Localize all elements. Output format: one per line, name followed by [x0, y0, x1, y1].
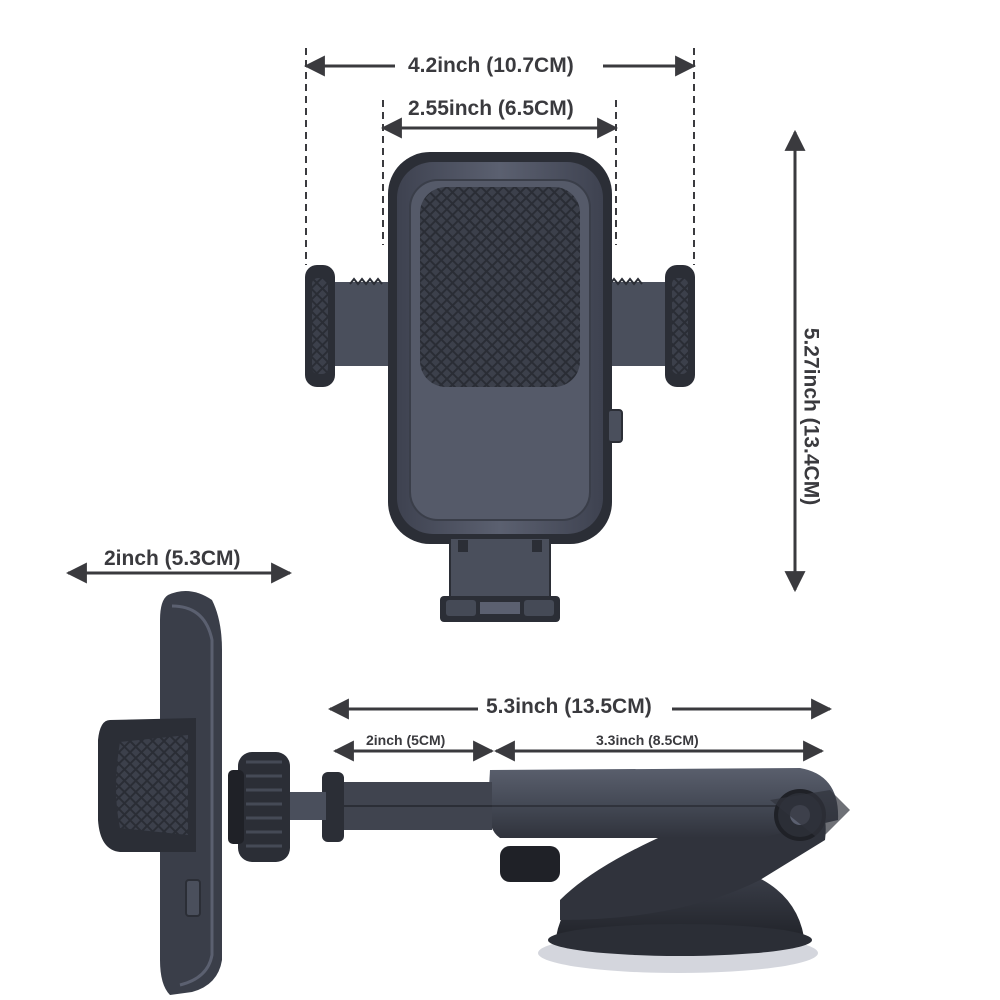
label-arm-length: 5.3inch (13.5CM): [480, 696, 658, 717]
label-cradle-width: 2.55inch (6.5CM): [404, 98, 578, 119]
side-view-assembly: [98, 591, 850, 995]
label-height: 5.27inch (13.4CM): [798, 311, 824, 522]
label-arm-short: 2inch (5CM): [366, 732, 446, 748]
mesh-pad: [420, 187, 580, 387]
ball-nut: [238, 752, 290, 862]
label-arm-long: 3.3inch (8.5CM): [596, 732, 699, 748]
left-arm: [318, 282, 398, 366]
label-depth: 2inch (5.3CM): [104, 547, 241, 570]
dimension-arrows: [65, 55, 833, 762]
lock-knob: [500, 846, 560, 882]
right-arm: [600, 282, 680, 366]
label-total-width: 4.2inch (10.7CM): [402, 55, 580, 76]
outer-tube: [488, 768, 839, 838]
holder-front-view: [305, 152, 695, 622]
tube-collar: [322, 772, 344, 842]
